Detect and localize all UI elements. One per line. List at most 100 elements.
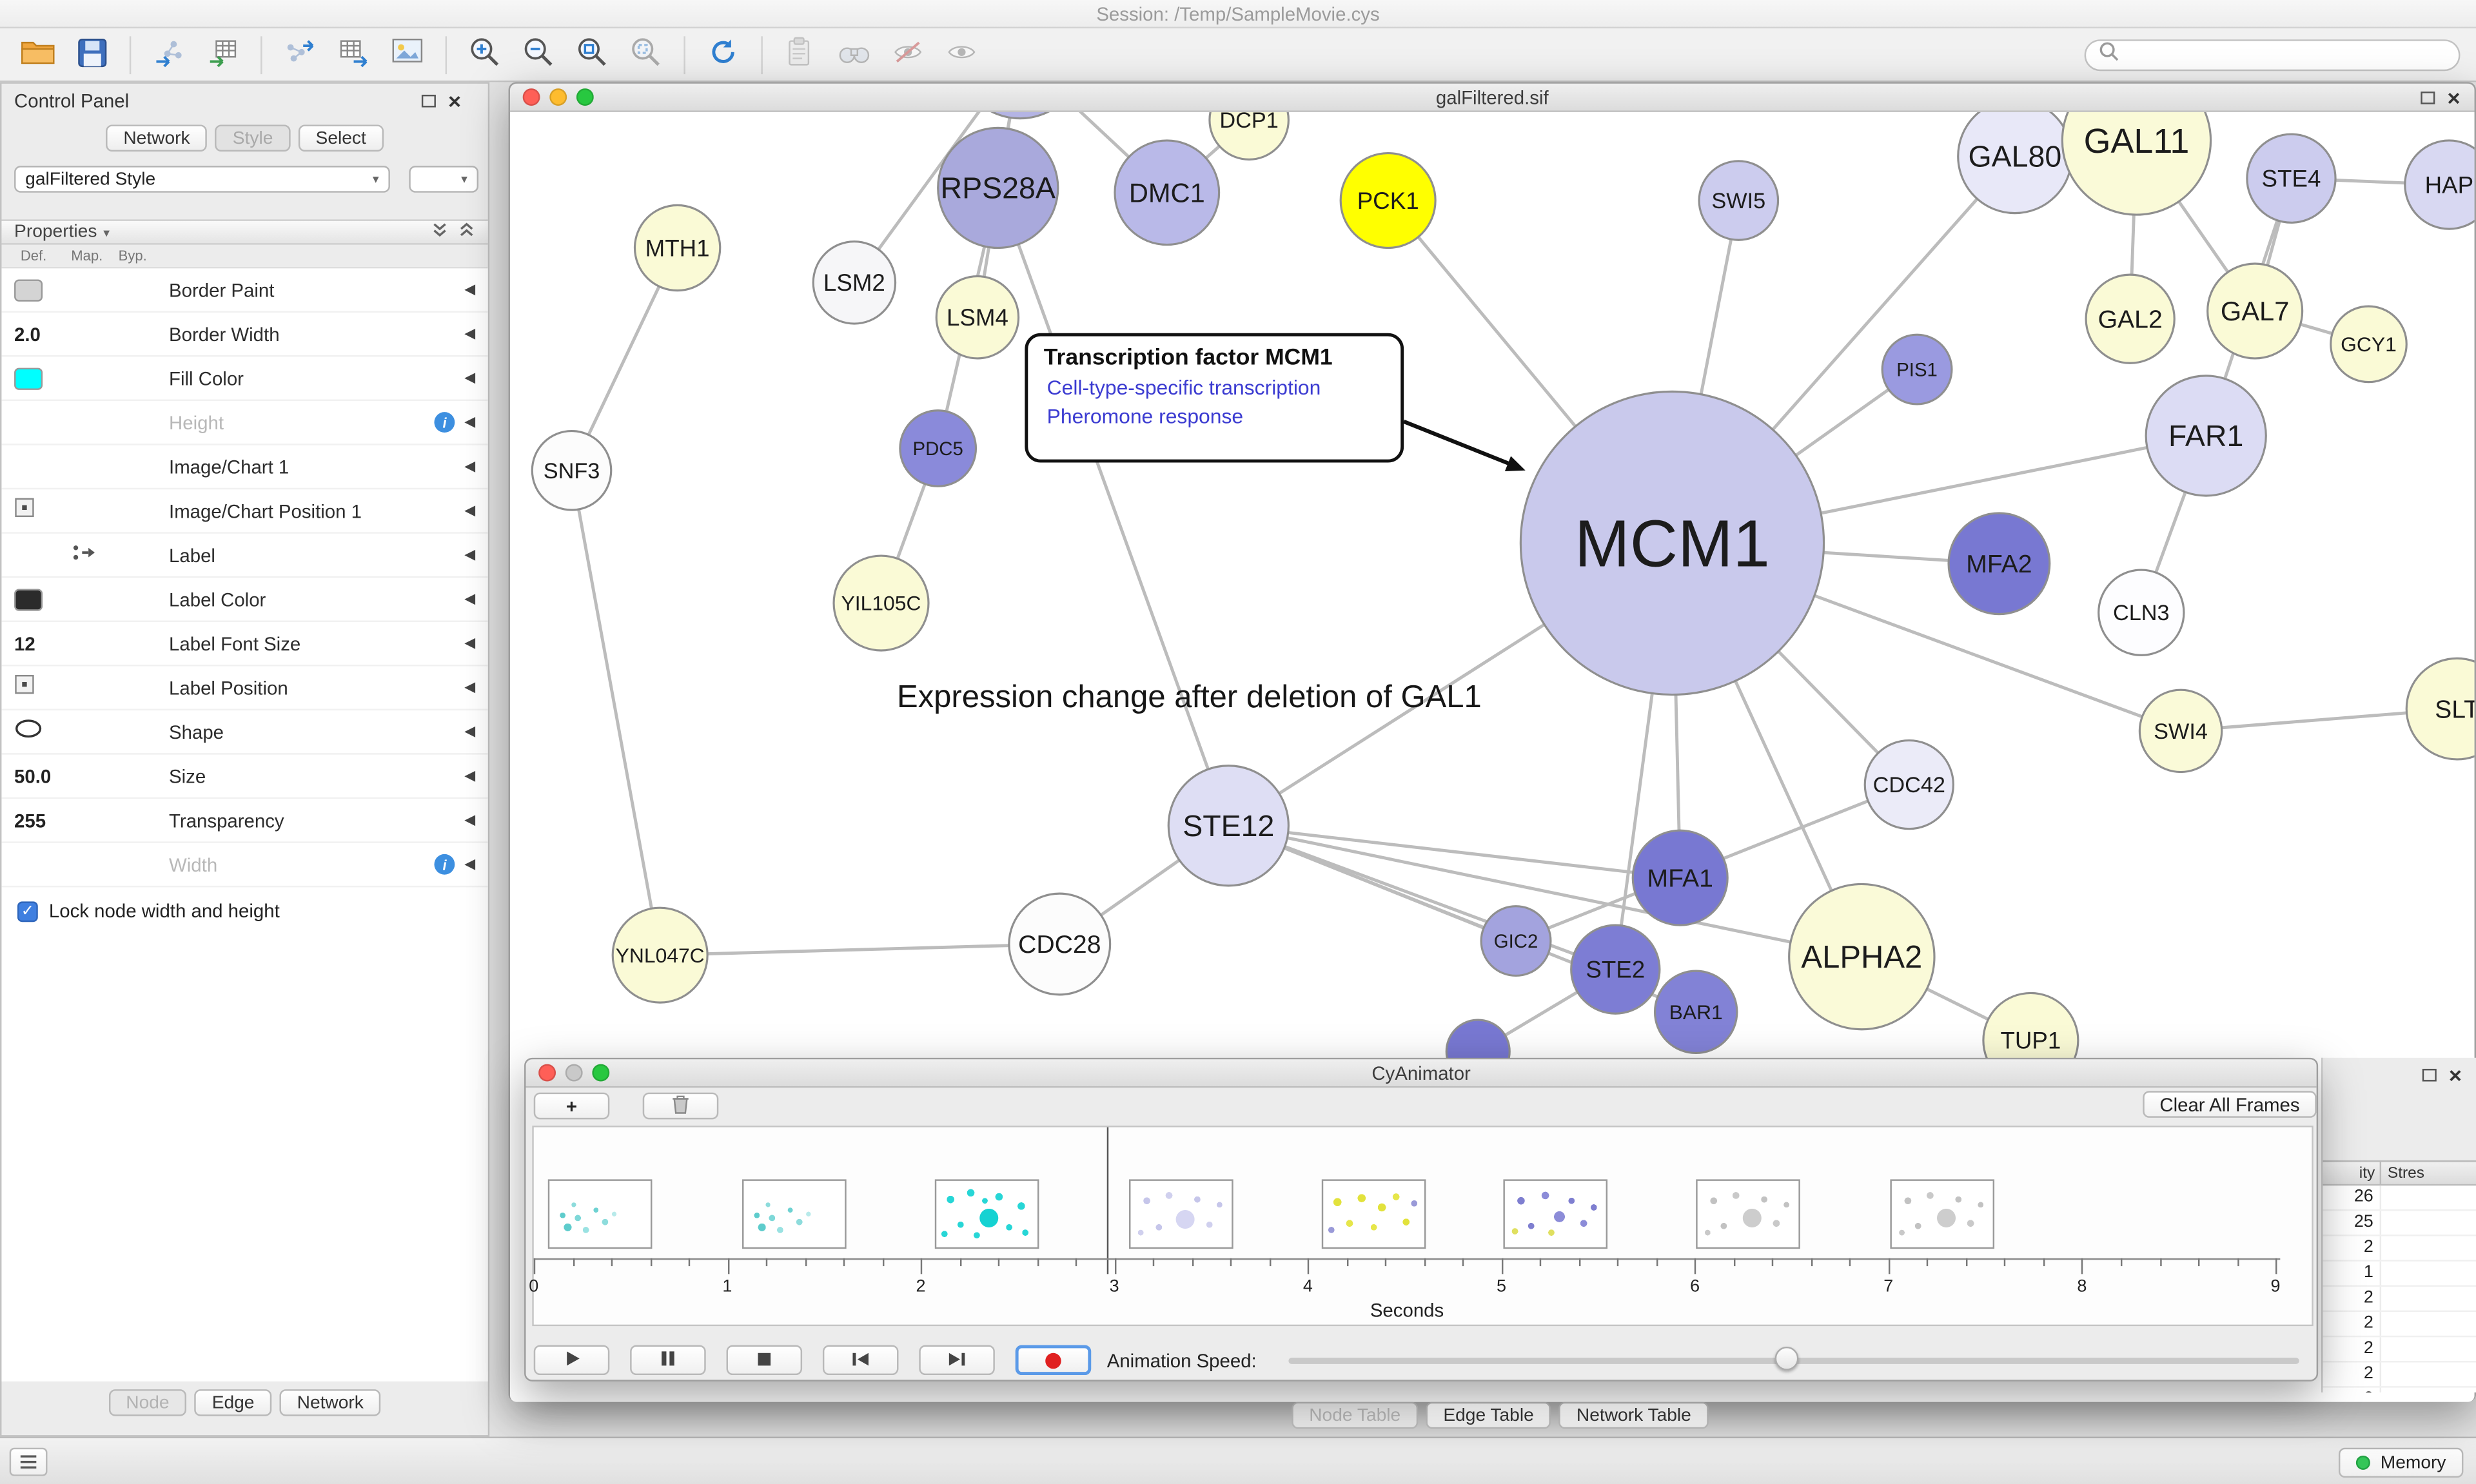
property-row[interactable]: Image/Chart Position 1◀ bbox=[1, 489, 488, 534]
network-edge[interactable] bbox=[1228, 824, 1862, 959]
network-edge[interactable] bbox=[570, 470, 662, 956]
network-node-mcm1[interactable]: MCM1 bbox=[1519, 390, 1825, 696]
property-row[interactable]: Label Color◀ bbox=[1, 578, 488, 622]
network-node-dmc1[interactable]: DMC1 bbox=[1114, 139, 1221, 246]
float-panel-icon[interactable] bbox=[421, 94, 436, 108]
table-column-header[interactable]: Stres bbox=[2387, 1165, 2425, 1183]
save-session-button[interactable] bbox=[70, 34, 114, 75]
tab-node-table[interactable]: Node Table bbox=[1292, 1401, 1419, 1429]
table-row[interactable]: 2 bbox=[2323, 1312, 2476, 1338]
network-node-ste2[interactable]: STE2 bbox=[1570, 924, 1661, 1015]
expand-arrow-icon[interactable]: ◀ bbox=[464, 590, 476, 607]
color-swatch[interactable] bbox=[14, 278, 43, 301]
expand-arrow-icon[interactable]: ◀ bbox=[464, 723, 476, 739]
expand-arrow-icon[interactable]: ◀ bbox=[464, 546, 476, 562]
expand-arrow-icon[interactable]: ◀ bbox=[464, 325, 476, 341]
tab-edge[interactable]: Edge bbox=[194, 1389, 272, 1416]
expand-all-icon[interactable] bbox=[458, 218, 475, 246]
table-row[interactable]: 2 bbox=[2323, 1387, 2476, 1393]
property-row[interactable]: Border Paint◀ bbox=[1, 268, 488, 313]
play-button[interactable] bbox=[533, 1345, 610, 1376]
record-button[interactable] bbox=[1015, 1345, 1092, 1376]
zoom-in-button[interactable] bbox=[463, 34, 507, 75]
network-node-ste12[interactable]: STE12 bbox=[1167, 765, 1290, 887]
frame-thumbnail-2[interactable] bbox=[742, 1179, 847, 1249]
frame-thumbnail-1[interactable] bbox=[547, 1179, 653, 1249]
network-node-gal80[interactable]: GAL80 bbox=[1957, 112, 2073, 215]
style-selector[interactable]: galFiltered Style ▾ bbox=[14, 166, 390, 193]
table-row[interactable]: 1 bbox=[2323, 1261, 2476, 1287]
network-node-bar1[interactable]: BAR1 bbox=[1653, 970, 1738, 1055]
network-node-far1[interactable]: FAR1 bbox=[2145, 375, 2267, 497]
expand-arrow-icon[interactable]: ◀ bbox=[464, 634, 476, 650]
search-input[interactable] bbox=[2127, 44, 2446, 64]
show-all-button[interactable] bbox=[939, 34, 984, 75]
first-neighbors-button[interactable] bbox=[832, 34, 877, 75]
network-node-gal2[interactable]: GAL2 bbox=[2085, 273, 2176, 364]
frame-thumbnail-8[interactable] bbox=[1890, 1179, 1995, 1249]
frame-thumbnail-7[interactable] bbox=[1696, 1179, 1800, 1249]
close-icon[interactable]: × bbox=[2447, 84, 2461, 110]
annotation-box[interactable]: Transcription factor MCM1 Cell-type-spec… bbox=[1025, 333, 1404, 463]
property-row[interactable]: Label◀ bbox=[1, 534, 488, 578]
close-window-icon[interactable] bbox=[522, 88, 540, 106]
frame-thumbnail-5[interactable] bbox=[1321, 1179, 1426, 1249]
tab-style[interactable]: Style bbox=[215, 124, 291, 152]
network-node-rps28a[interactable]: RPS28A bbox=[937, 126, 1059, 249]
expand-arrow-icon[interactable]: ◀ bbox=[464, 855, 476, 872]
close-panel-icon[interactable]: × bbox=[2448, 1062, 2462, 1088]
memory-button[interactable]: Memory bbox=[2339, 1447, 2464, 1478]
network-node-pdc5[interactable]: PDC5 bbox=[899, 409, 978, 487]
network-node-pis1[interactable]: PIS1 bbox=[1881, 333, 1953, 405]
animation-speed-slider-knob[interactable] bbox=[1774, 1346, 1799, 1371]
network-node-gal11[interactable]: GAL11 bbox=[2061, 112, 2212, 216]
network-node-mth1[interactable]: MTH1 bbox=[633, 204, 722, 292]
zoom-window-icon[interactable] bbox=[576, 88, 594, 106]
last-frame-button[interactable] bbox=[919, 1345, 995, 1376]
hide-selected-button[interactable] bbox=[886, 34, 930, 75]
color-swatch[interactable] bbox=[14, 588, 43, 610]
table-header-row[interactable]: ity Stres bbox=[2323, 1160, 2476, 1186]
network-node-swi4[interactable]: SWI4 bbox=[2138, 688, 2223, 774]
network-node-rps28b[interactable] bbox=[957, 112, 1083, 120]
default-value[interactable]: 2.0 bbox=[14, 322, 41, 346]
network-node-gic2[interactable]: GIC2 bbox=[1480, 905, 1552, 977]
default-value[interactable]: 255 bbox=[14, 809, 46, 832]
network-node-swi5[interactable]: SWI5 bbox=[1698, 160, 1780, 241]
collapse-all-icon[interactable] bbox=[431, 218, 449, 246]
expand-arrow-icon[interactable]: ◀ bbox=[464, 413, 476, 430]
tab-network[interactable]: Network bbox=[106, 124, 208, 152]
table-row[interactable]: 2 bbox=[2323, 1362, 2476, 1388]
network-node-dcp1[interactable]: DCP1 bbox=[1208, 112, 1290, 161]
stop-button[interactable] bbox=[726, 1345, 803, 1376]
lock-size-checkbox[interactable]: ✓ bbox=[17, 901, 38, 921]
style-options-dropdown[interactable]: ▾ bbox=[409, 166, 479, 193]
clear-all-frames-button[interactable]: Clear All Frames bbox=[2143, 1091, 2317, 1118]
network-edge[interactable] bbox=[1228, 824, 1680, 880]
float-window-icon[interactable] bbox=[2420, 90, 2435, 104]
import-network-button[interactable] bbox=[147, 34, 192, 75]
network-node-hap[interactable]: HAP bbox=[2404, 139, 2475, 230]
frame-thumbnail-6[interactable] bbox=[1503, 1179, 1608, 1249]
network-node-snf3[interactable]: SNF3 bbox=[531, 429, 613, 511]
expand-arrow-icon[interactable]: ◀ bbox=[464, 458, 476, 474]
network-node-pck1[interactable]: PCK1 bbox=[1339, 151, 1437, 249]
expand-arrow-icon[interactable]: ◀ bbox=[464, 280, 476, 297]
table-row[interactable]: 26 bbox=[2323, 1186, 2476, 1211]
copy-button[interactable] bbox=[778, 34, 823, 75]
network-node-lsm4[interactable]: LSM4 bbox=[935, 275, 1020, 360]
property-row[interactable]: Image/Chart 1◀ bbox=[1, 445, 488, 490]
property-row[interactable]: Shape◀ bbox=[1, 710, 488, 755]
playhead[interactable] bbox=[1106, 1127, 1109, 1274]
zoom-fit-button[interactable] bbox=[570, 34, 614, 75]
pause-button[interactable] bbox=[630, 1345, 706, 1376]
open-session-button[interactable] bbox=[15, 34, 60, 75]
export-network-button[interactable] bbox=[278, 34, 322, 75]
